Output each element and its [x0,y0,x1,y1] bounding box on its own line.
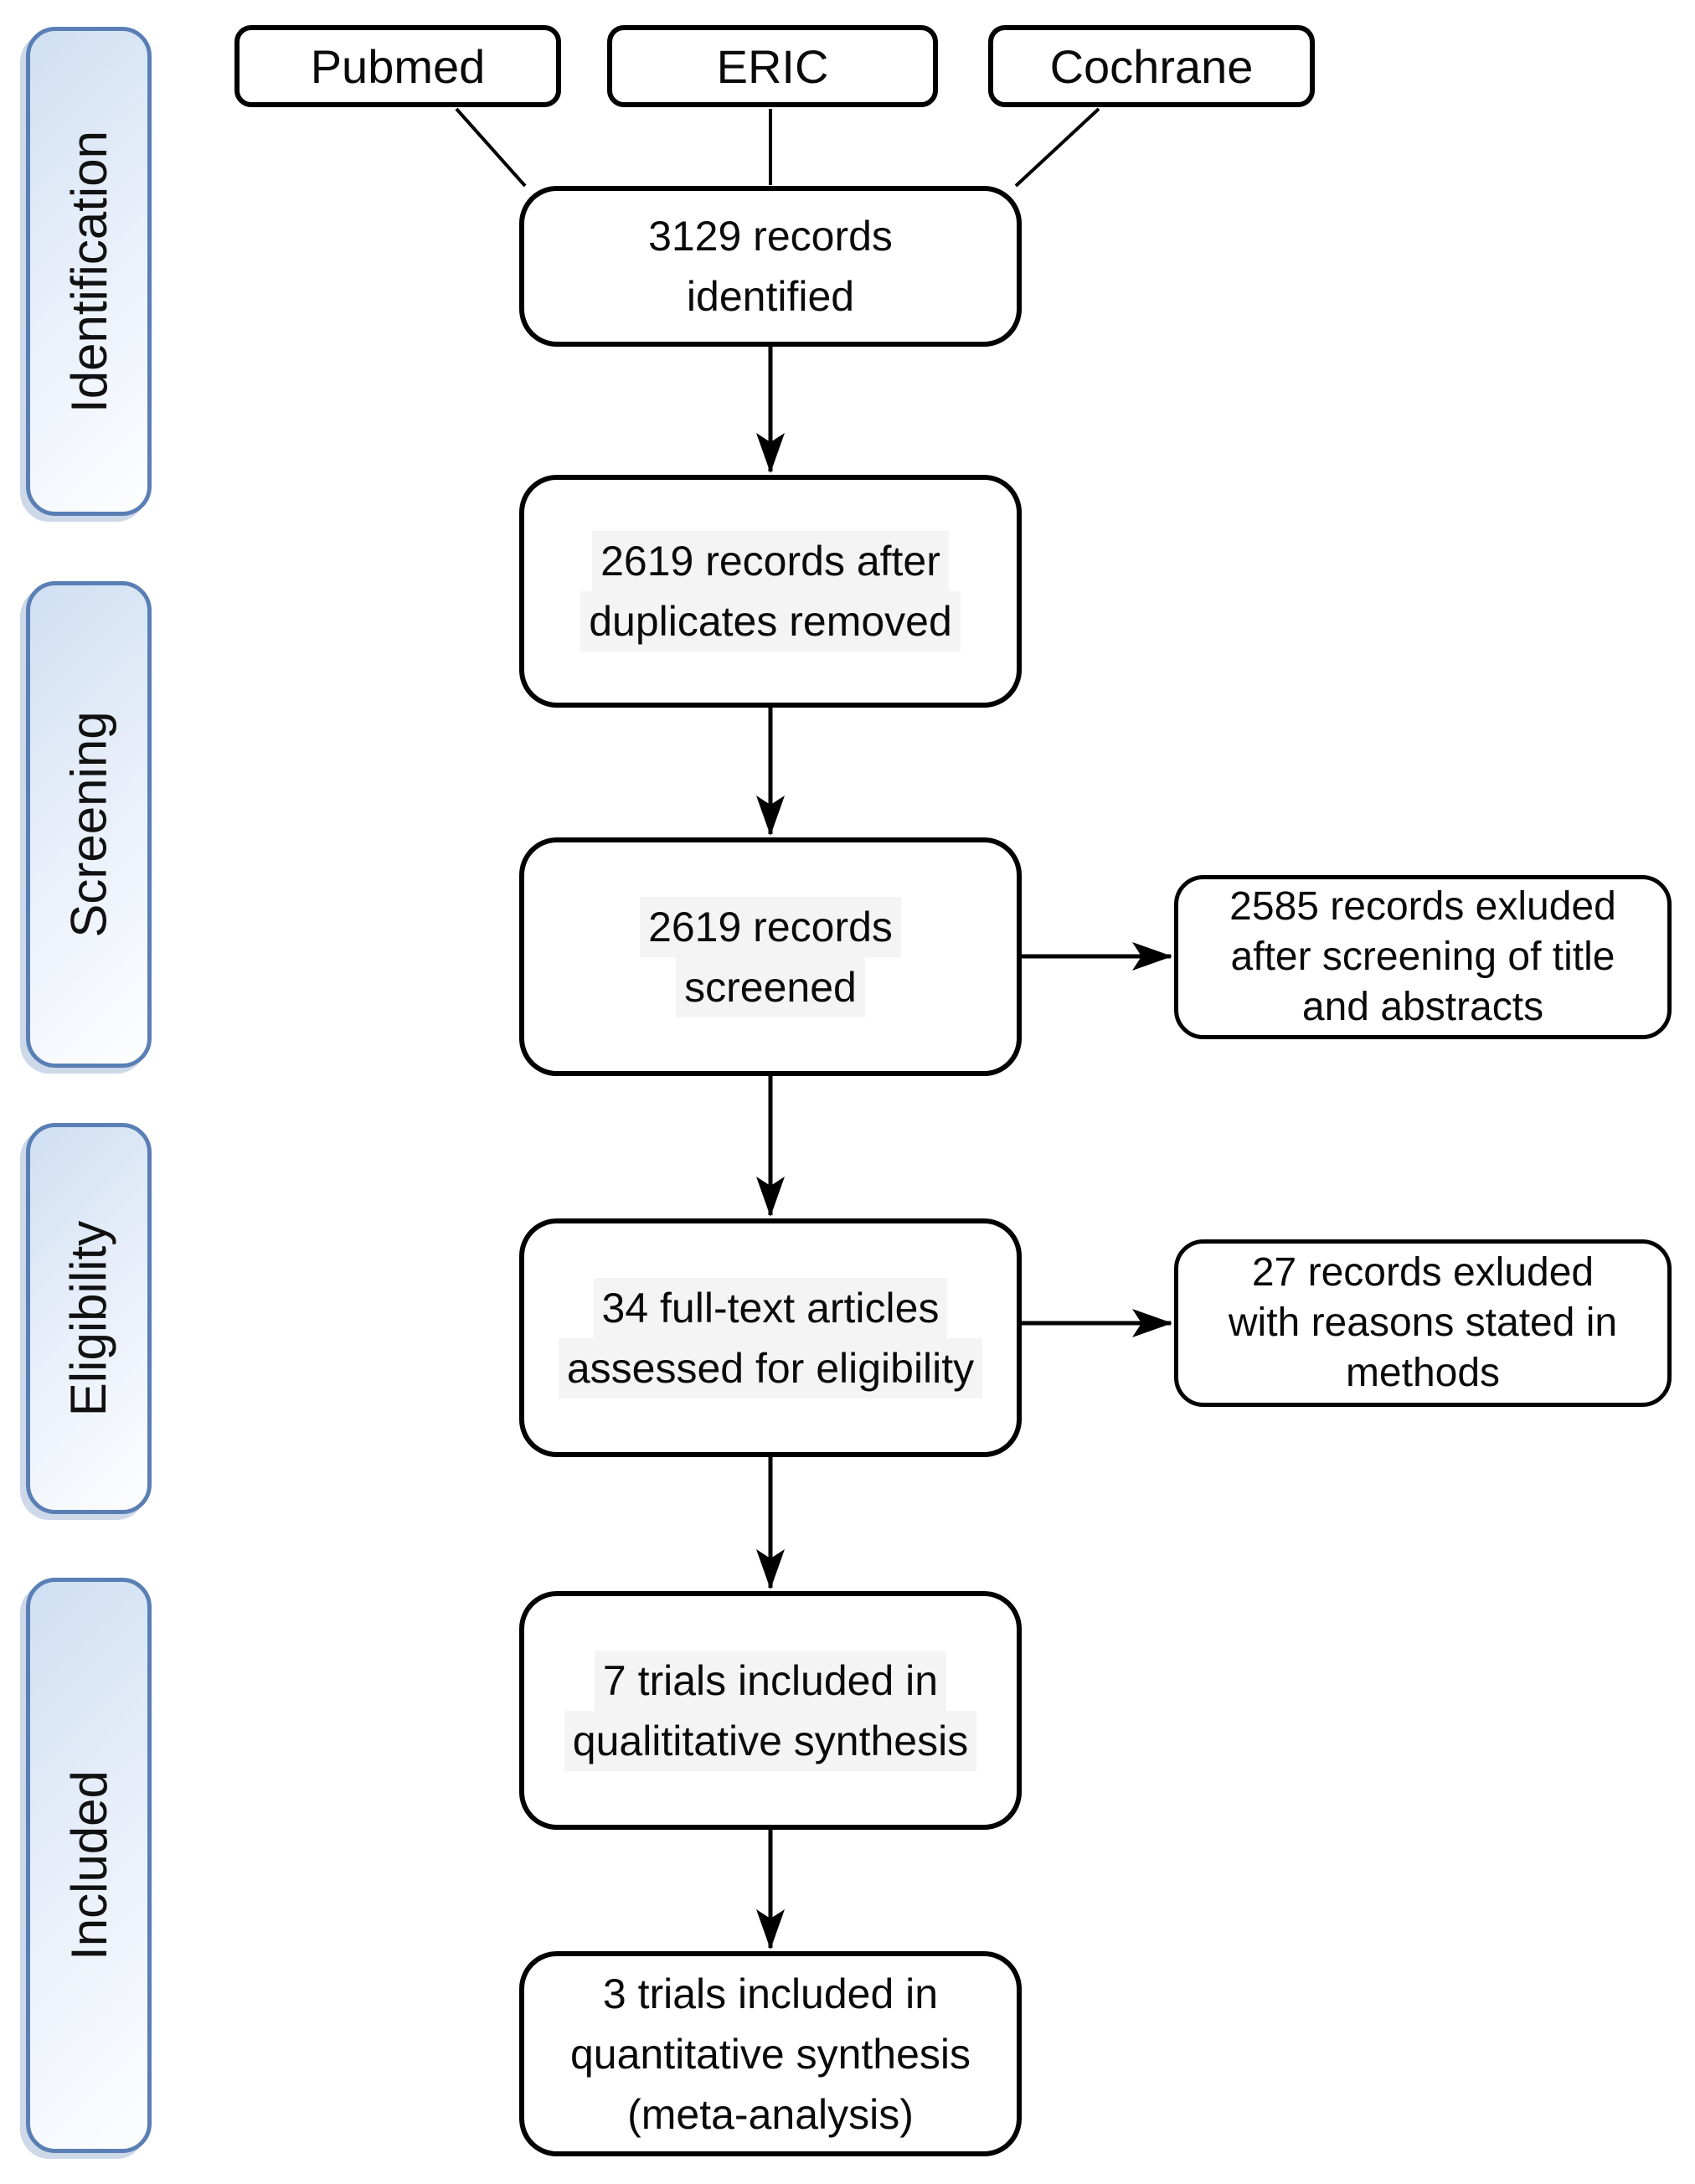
source-eric-label: ERIC [716,39,829,93]
exclusion-line: methods [1345,1351,1501,1395]
connector-pubmed [455,107,527,188]
stage-eligibility-label: Eligibility [60,1220,117,1417]
source-box-cochrane: Cochrane [988,25,1315,107]
flow-box-qualitative-synthesis: 7 trials included in qualititative synth… [519,1591,1022,1830]
exclusion-line: after screening of title [1230,935,1615,979]
flow-line: 3 trials included in [602,1970,939,2017]
stage-screening: Screening [26,581,152,1068]
flow-line: 3129 records [648,213,893,260]
flow-line: 7 trials included in [594,1650,947,1711]
flow-line: quantitative synthesis [569,2030,971,2078]
source-pubmed-label: Pubmed [310,39,486,93]
flow-line: screened [676,956,865,1017]
exclusion-line: 27 records exluded [1251,1250,1595,1295]
connector-cochrane [1014,107,1100,188]
flow-line: 34 full-text articles [593,1277,948,1338]
flow-line: assessed for eligibility [558,1337,983,1398]
source-cochrane-label: Cochrane [1049,39,1254,93]
source-box-pubmed: Pubmed [234,25,561,107]
flow-line: 2619 records [640,896,901,957]
stage-identification: Identification [26,27,152,516]
stage-included: Included [26,1578,152,2153]
source-box-eric: ERIC [607,25,938,107]
flow-box-quantitative-synthesis: 3 trials included in quantitative synthe… [519,1951,1022,2156]
stage-identification-label: Identification [60,130,117,413]
stage-screening-label: Screening [60,711,117,938]
flow-line: duplicates removed [580,591,961,652]
flow-line: 2619 records after [592,531,949,591]
flow-box-records-identified: 3129 records identified [519,186,1022,347]
flow-box-records-screened: 2619 records screened [519,837,1022,1076]
flow-line: (meta-analysis) [627,2090,914,2138]
flow-line: qualititative synthesis [564,1710,977,1771]
flow-line: identified [686,273,855,320]
exclusion-box-title-abstract: 2585 records exluded after screening of … [1174,875,1672,1039]
stage-eligibility: Eligibility [26,1123,152,1514]
exclusion-line: and abstracts [1301,985,1544,1029]
stage-included-label: Included [60,1770,117,1960]
exclusion-line: 2585 records exluded [1229,884,1616,929]
flow-box-fulltext-assessed: 34 full-text articles assessed for eligi… [519,1218,1022,1457]
exclusion-line: with reasons stated in [1228,1301,1618,1345]
exclusion-box-reasons: 27 records exluded with reasons stated i… [1174,1239,1672,1407]
flow-box-after-duplicates: 2619 records after duplicates removed [519,475,1022,708]
